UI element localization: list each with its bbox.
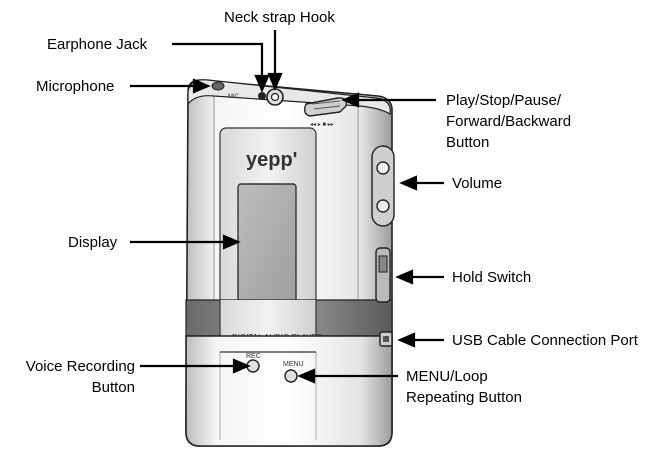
label-earphone-jack: Earphone Jack (47, 36, 148, 53)
microphone-hole (211, 81, 225, 91)
label-volume: Volume (452, 175, 503, 192)
earphone-jack (258, 92, 266, 100)
label-menu-line1: MENU/Loop (406, 368, 488, 385)
label-menu-line2: Repeating Button (406, 389, 522, 406)
label-play-button-line2: Forward/Backward (446, 113, 572, 130)
transport-icons: ◂◂ ▸ ■ ▸▸ (310, 122, 334, 128)
brand-logo: yepp' (246, 149, 297, 171)
label-voice-recording-line2: Button (91, 379, 135, 396)
label-microphone: Microphone (36, 78, 115, 95)
label-display: Display (68, 234, 118, 251)
label-voice-recording-line1: Voice Recording (25, 358, 135, 375)
label-play-button-line1: Play/Stop/Pause/ (446, 92, 562, 109)
rec-text: REC (246, 353, 261, 360)
volume-up-button[interactable] (376, 161, 390, 175)
play-jog-switch[interactable] (303, 97, 348, 117)
menu-button[interactable] (284, 369, 298, 383)
volume-rocker (371, 145, 395, 227)
label-hold-switch: Hold Switch (452, 269, 532, 286)
volume-down-button[interactable] (376, 199, 390, 213)
menu-text: MENU (283, 361, 304, 368)
top-cap (187, 79, 391, 115)
label-usb-port: USB Cable Connection Port (452, 332, 638, 349)
display-screen (237, 183, 297, 309)
leader-lines (130, 30, 444, 384)
mic-text: MIC (228, 94, 240, 100)
player-device: yepp' DIGITAL AUDIO PLAYER DIGITAL AUDIO… (185, 79, 395, 447)
label-neck-strap-hook: Neck strap Hook (224, 9, 335, 26)
label-play-button-line3: Button (446, 134, 490, 151)
